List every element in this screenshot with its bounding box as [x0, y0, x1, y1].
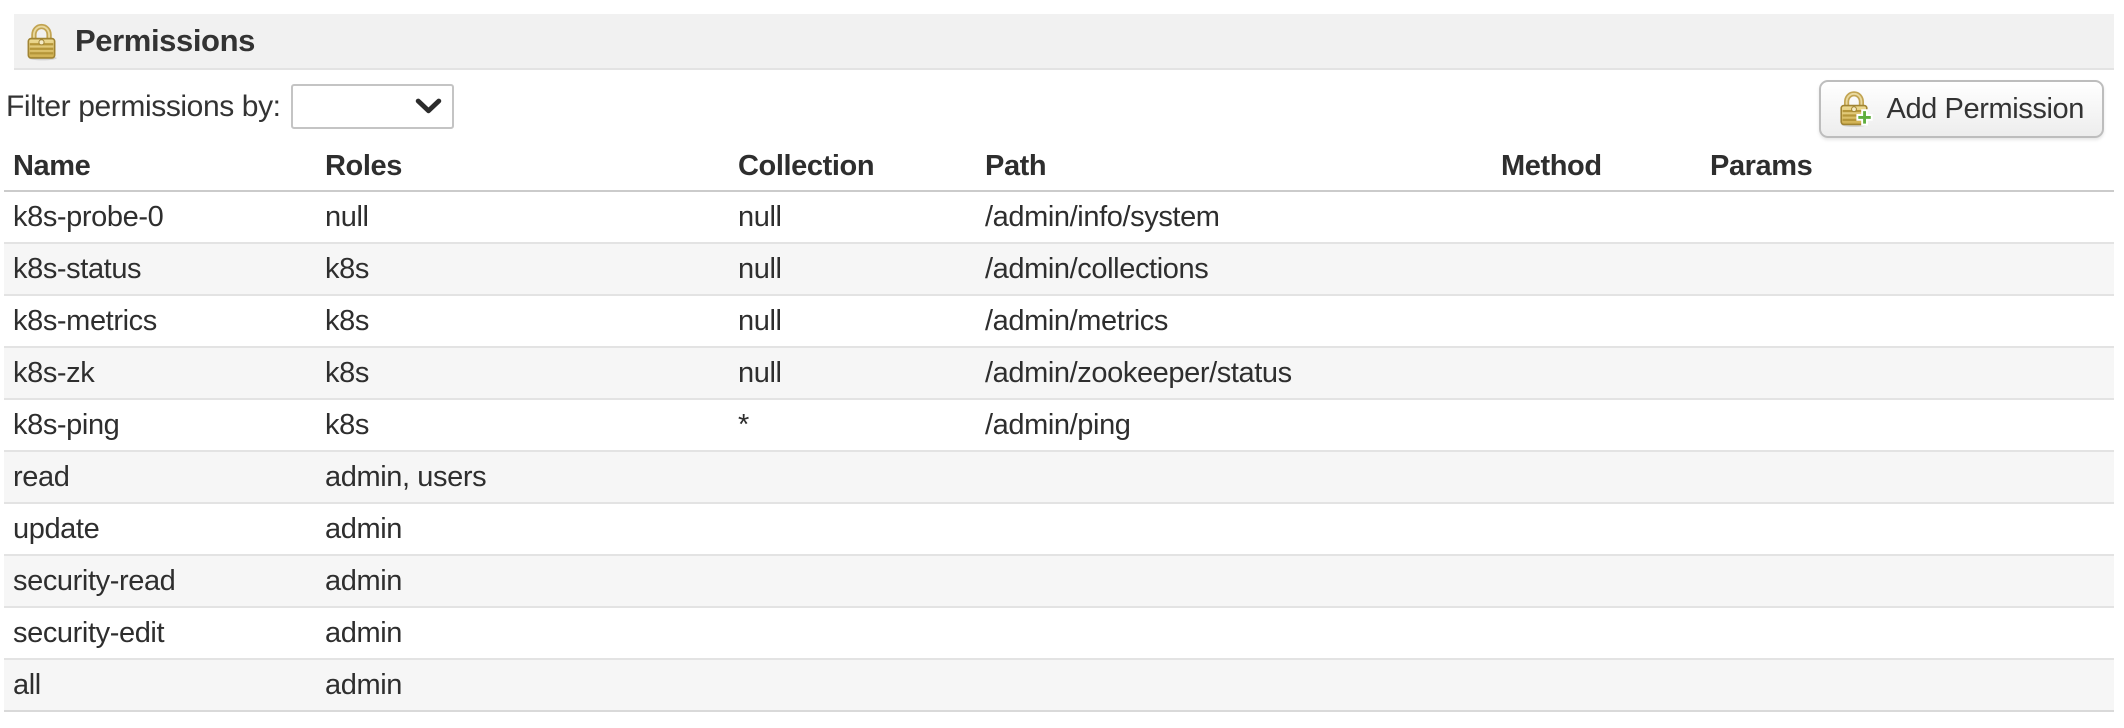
cell-collection: * [729, 399, 976, 452]
cell-params [1701, 555, 2114, 608]
cell-method [1492, 347, 1701, 400]
filter-permissions-label: Filter permissions by: [6, 89, 281, 123]
cell-path: /admin/collections [976, 243, 1492, 296]
cell-params [1701, 295, 2114, 348]
cell-roles: k8s [316, 399, 729, 452]
cell-method [1492, 555, 1701, 608]
cell-collection: null [729, 347, 976, 400]
lock-icon [27, 23, 57, 60]
cell-name: security-read [4, 555, 316, 608]
cell-params [1701, 503, 2114, 556]
column-header-params: Params [1701, 143, 2114, 192]
cell-path: /admin/ping [976, 399, 1492, 452]
add-permission-button[interactable]: Add Permission [1818, 80, 2104, 138]
chevron-down-icon [415, 98, 441, 114]
cell-name: k8s-status [4, 243, 316, 296]
cell-params [1701, 191, 2114, 244]
cell-collection [729, 555, 976, 608]
cell-name: k8s-zk [4, 347, 316, 400]
column-header-method: Method [1492, 143, 1701, 192]
cell-params [1701, 451, 2114, 504]
cell-method [1492, 399, 1701, 452]
filter-toolbar: Filter permissions by: Add Permissio [0, 70, 2124, 143]
cell-method [1492, 503, 1701, 556]
cell-name: k8s-probe-0 [4, 191, 316, 244]
cell-roles: admin [316, 503, 729, 556]
filter-permissions-select[interactable] [290, 84, 454, 129]
cell-collection: null [729, 243, 976, 296]
cell-path [976, 503, 1492, 556]
cell-name: update [4, 503, 316, 556]
cell-name: all [4, 659, 316, 712]
cell-roles: admin [316, 659, 729, 712]
cell-name: k8s-metrics [4, 295, 316, 348]
cell-path [976, 451, 1492, 504]
cell-path: /admin/metrics [976, 295, 1492, 348]
page-title: Permissions [75, 23, 255, 58]
lock-add-icon [1839, 91, 1873, 127]
cell-params [1701, 399, 2114, 452]
cell-roles: k8s [316, 347, 729, 400]
cell-params [1701, 659, 2114, 712]
cell-roles: admin [316, 555, 729, 608]
cell-roles: k8s [316, 295, 729, 348]
cell-roles: k8s [316, 243, 729, 296]
cell-name: security-edit [4, 607, 316, 660]
cell-method [1492, 607, 1701, 660]
cell-path [976, 607, 1492, 660]
cell-collection: null [729, 295, 976, 348]
cell-roles: admin, users [316, 451, 729, 504]
cell-name: read [4, 451, 316, 504]
cell-path: /admin/info/system [976, 191, 1492, 244]
column-header-roles: Roles [316, 143, 729, 192]
cell-params [1701, 347, 2114, 400]
cell-collection [729, 607, 976, 660]
cell-path [976, 659, 1492, 712]
cell-collection [729, 659, 976, 712]
cell-collection [729, 451, 976, 504]
permissions-header-bar: Permissions [14, 14, 2114, 70]
cell-params [1701, 607, 2114, 660]
cell-roles: null [316, 191, 729, 244]
cell-method [1492, 191, 1701, 244]
cell-roles: admin [316, 607, 729, 660]
cell-method [1492, 295, 1701, 348]
add-permission-label: Add Permission [1886, 92, 2085, 125]
cell-path: /admin/zookeeper/status [976, 347, 1492, 400]
column-header-name: Name [4, 143, 316, 192]
column-header-collection: Collection [729, 143, 976, 192]
cell-method [1492, 451, 1701, 504]
cell-method [1492, 659, 1701, 712]
cell-path [976, 555, 1492, 608]
cell-collection: null [729, 191, 976, 244]
cell-params [1701, 243, 2114, 296]
column-header-path: Path [976, 143, 1492, 192]
cell-collection [729, 503, 976, 556]
cell-name: k8s-ping [4, 399, 316, 452]
cell-method [1492, 243, 1701, 296]
